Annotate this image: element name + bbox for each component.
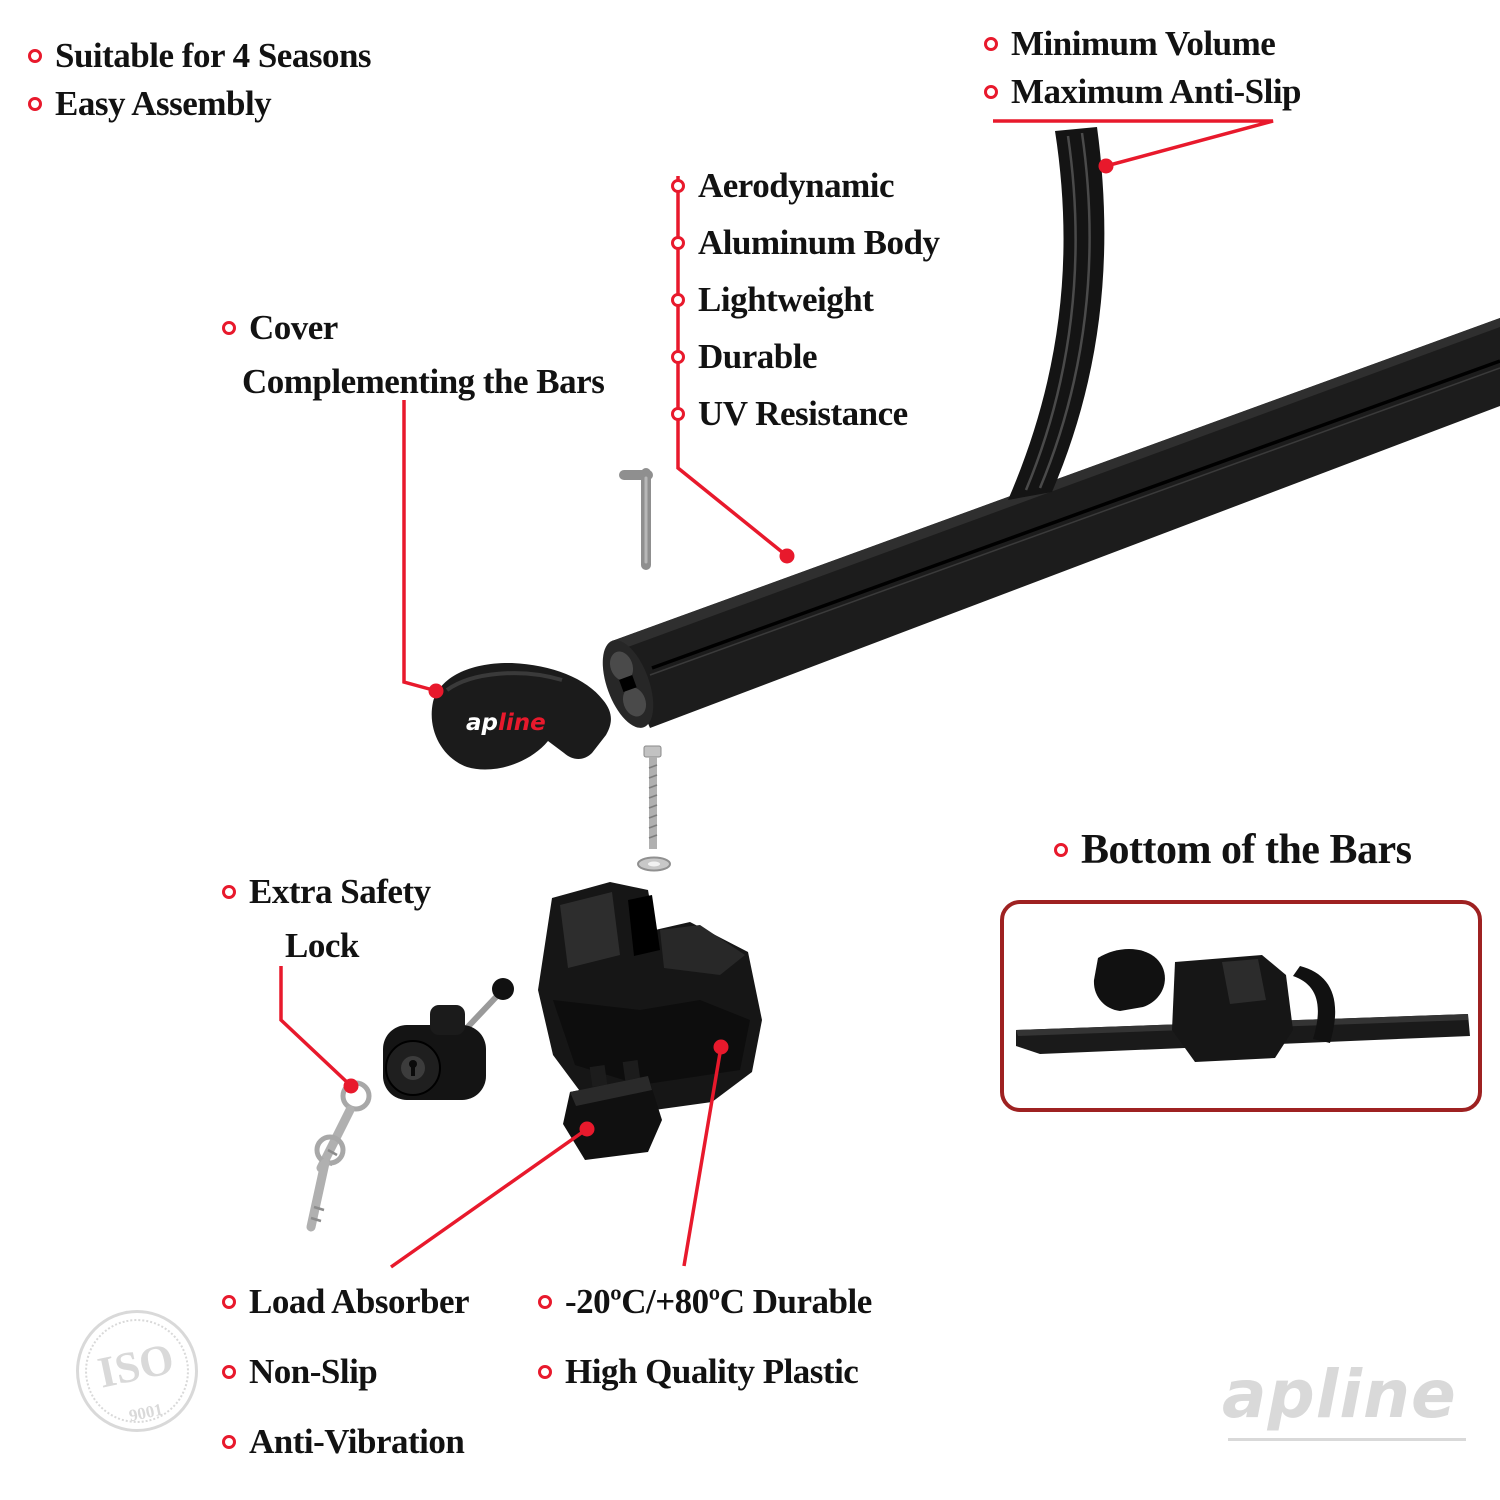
feature-label: Easy Assembly (55, 84, 272, 123)
bullet-icon (222, 1295, 236, 1310)
safety-lock-label: Extra Safety (222, 872, 431, 912)
brand-watermark-underline (1228, 1438, 1466, 1441)
feature-item: Aluminum Body (671, 223, 940, 263)
connector-dot (1098, 158, 1114, 174)
load-absorber-graphic (563, 1059, 662, 1160)
cover-label: Cover (222, 308, 338, 348)
connector-line (682, 1046, 723, 1267)
connector-lines (279, 119, 1274, 1269)
bullet-icon (671, 179, 685, 194)
feature-label: Suitable for 4 Seasons (55, 36, 372, 75)
feature-label: UV Resistance (698, 394, 908, 433)
iso-badge: ISO 9001 (64, 1298, 210, 1444)
connector-line (993, 119, 1274, 168)
bullet-icon (222, 321, 236, 336)
cover-label-line1: Cover (249, 308, 338, 347)
feature-label: High Quality Plastic (565, 1352, 859, 1391)
cover-logo-line: line (498, 710, 546, 736)
connector-dot (713, 1039, 729, 1055)
feature-label: Minimum Volume (1011, 24, 1276, 63)
bullet-icon (984, 85, 998, 100)
cover-logo-ap: ap (466, 710, 498, 736)
feature-item: High Quality Plastic (538, 1352, 859, 1392)
bullet-icon (671, 407, 685, 422)
feature-label: -20ºC/+80ºC Durable (565, 1282, 872, 1321)
allen-key-graphic (619, 468, 653, 570)
crossbar-graphic (602, 318, 1500, 728)
bullet-icon (984, 37, 998, 52)
brand-watermark: apline (1222, 1356, 1457, 1433)
feature-label: Load Absorber (249, 1282, 470, 1321)
bullet-icon (671, 350, 685, 365)
bottom-of-bars-title: Bottom of the Bars (1081, 827, 1412, 873)
bullet-icon (671, 293, 685, 308)
connector-dot (428, 683, 444, 699)
crossbar-endcap (602, 640, 654, 728)
bottom-view-box (1000, 900, 1482, 1112)
bottom-view-graphic (1016, 948, 1470, 1062)
feature-item: Suitable for 4 Seasons (28, 36, 372, 76)
feature-label: Anti-Vibration (249, 1422, 465, 1461)
feature-item: -20ºC/+80ºC Durable (538, 1282, 872, 1322)
lock-graphic (383, 978, 514, 1100)
rubber-strip-graphic (1008, 127, 1105, 500)
washer-graphic (637, 856, 671, 872)
safety-lock-line1: Extra Safety (249, 872, 431, 911)
feature-item: Load Absorber (222, 1282, 470, 1322)
bullet-icon (28, 49, 42, 64)
feature-label: Aluminum Body (698, 223, 940, 262)
foot-bracket-graphic (538, 882, 762, 1112)
bottom-of-bars-label: Bottom of the Bars (1054, 826, 1412, 874)
feature-item: Maximum Anti-Slip (984, 72, 1302, 112)
feature-item: Durable (671, 337, 818, 377)
connector-dot (343, 1078, 359, 1094)
safety-lock-line2: Lock (285, 926, 359, 965)
bullet-icon (1054, 843, 1068, 858)
feature-item: Aerodynamic (671, 166, 895, 206)
cover-label-line2: Complementing the Bars (242, 362, 605, 401)
connector-line (676, 176, 789, 558)
cover-graphic: apline (431, 662, 611, 770)
feature-item: UV Resistance (671, 394, 908, 434)
bullet-icon (222, 1365, 236, 1380)
bullet-icon (222, 885, 236, 900)
feature-label: Durable (698, 337, 818, 376)
feature-item: Non-Slip (222, 1352, 378, 1392)
feature-label: Maximum Anti-Slip (1011, 72, 1302, 111)
connector-dot (779, 548, 795, 564)
feature-item: Minimum Volume (984, 24, 1276, 64)
feature-item: Lightweight (671, 280, 874, 320)
feature-item: Easy Assembly (28, 84, 272, 124)
bullet-icon (28, 97, 42, 112)
connector-line (402, 400, 434, 692)
feature-label: Aerodynamic (698, 166, 895, 205)
connector-dots (343, 158, 1114, 1137)
keys-graphic (306, 1080, 372, 1232)
bullet-icon (538, 1295, 552, 1310)
feature-label: Non-Slip (249, 1352, 378, 1391)
feature-label: Lightweight (698, 280, 874, 319)
feature-item: Anti-Vibration (222, 1422, 465, 1462)
connector-line (389, 1127, 589, 1269)
bullet-icon (671, 236, 685, 251)
cover-logo: apline (466, 710, 546, 736)
bolt-graphic (637, 745, 671, 872)
connector-dot (579, 1121, 595, 1137)
bullet-icon (538, 1365, 552, 1380)
connector-line (279, 966, 351, 1086)
bullet-icon (222, 1435, 236, 1450)
